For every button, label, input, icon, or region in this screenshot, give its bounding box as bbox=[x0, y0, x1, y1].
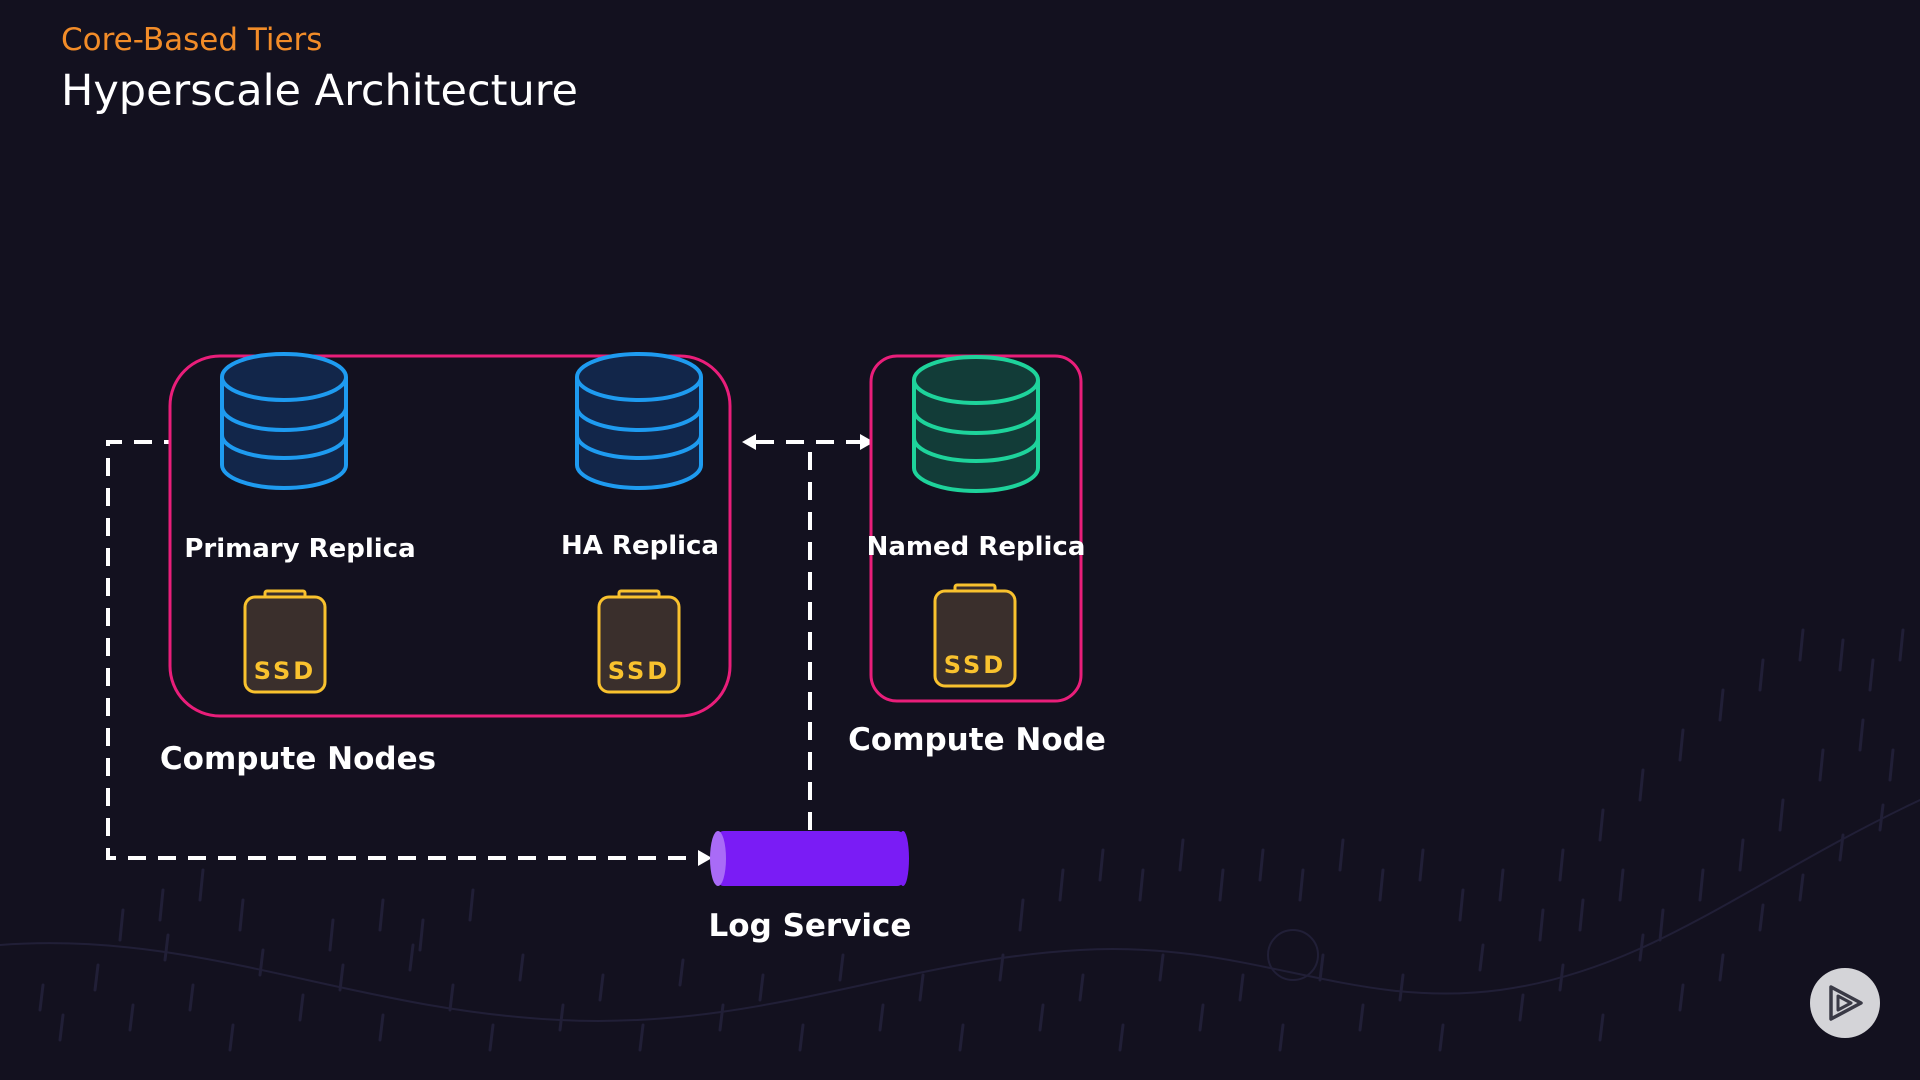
connector-primary-to-log bbox=[106, 440, 706, 860]
page-title: Hyperscale Architecture bbox=[61, 66, 578, 116]
background-decoration bbox=[0, 628, 1920, 1052]
ssd-icon: SSD bbox=[597, 589, 681, 694]
compute-node-label: Compute Node bbox=[848, 722, 1106, 758]
primary-replica-label: Primary Replica bbox=[184, 534, 415, 564]
log-service-label: Log Service bbox=[709, 908, 912, 944]
svg-text:SSD: SSD bbox=[608, 657, 670, 685]
section-subtitle: Core-Based Tiers bbox=[61, 22, 323, 58]
pipe-icon bbox=[710, 831, 909, 886]
ssd-icon: SSD bbox=[243, 589, 327, 694]
play-icon bbox=[1829, 985, 1863, 1021]
ssd-icon: SSD bbox=[933, 583, 1017, 688]
pluralsight-play-icon[interactable] bbox=[1810, 968, 1880, 1038]
database-icon bbox=[575, 352, 703, 490]
database-icon bbox=[912, 355, 1040, 493]
compute-nodes-label: Compute Nodes bbox=[160, 741, 436, 777]
svg-text:SSD: SSD bbox=[944, 651, 1006, 679]
arrow-into-ha-replica bbox=[742, 434, 756, 450]
svg-text:SSD: SSD bbox=[254, 657, 316, 685]
arrow-into-log-service bbox=[698, 850, 712, 866]
ha-replica-label: HA Replica bbox=[561, 531, 719, 561]
database-icon bbox=[220, 352, 348, 490]
named-replica-label: Named Replica bbox=[867, 532, 1086, 562]
arrow-into-named-replica bbox=[860, 434, 874, 450]
arrowheads bbox=[698, 434, 874, 866]
connectors bbox=[106, 440, 866, 860]
